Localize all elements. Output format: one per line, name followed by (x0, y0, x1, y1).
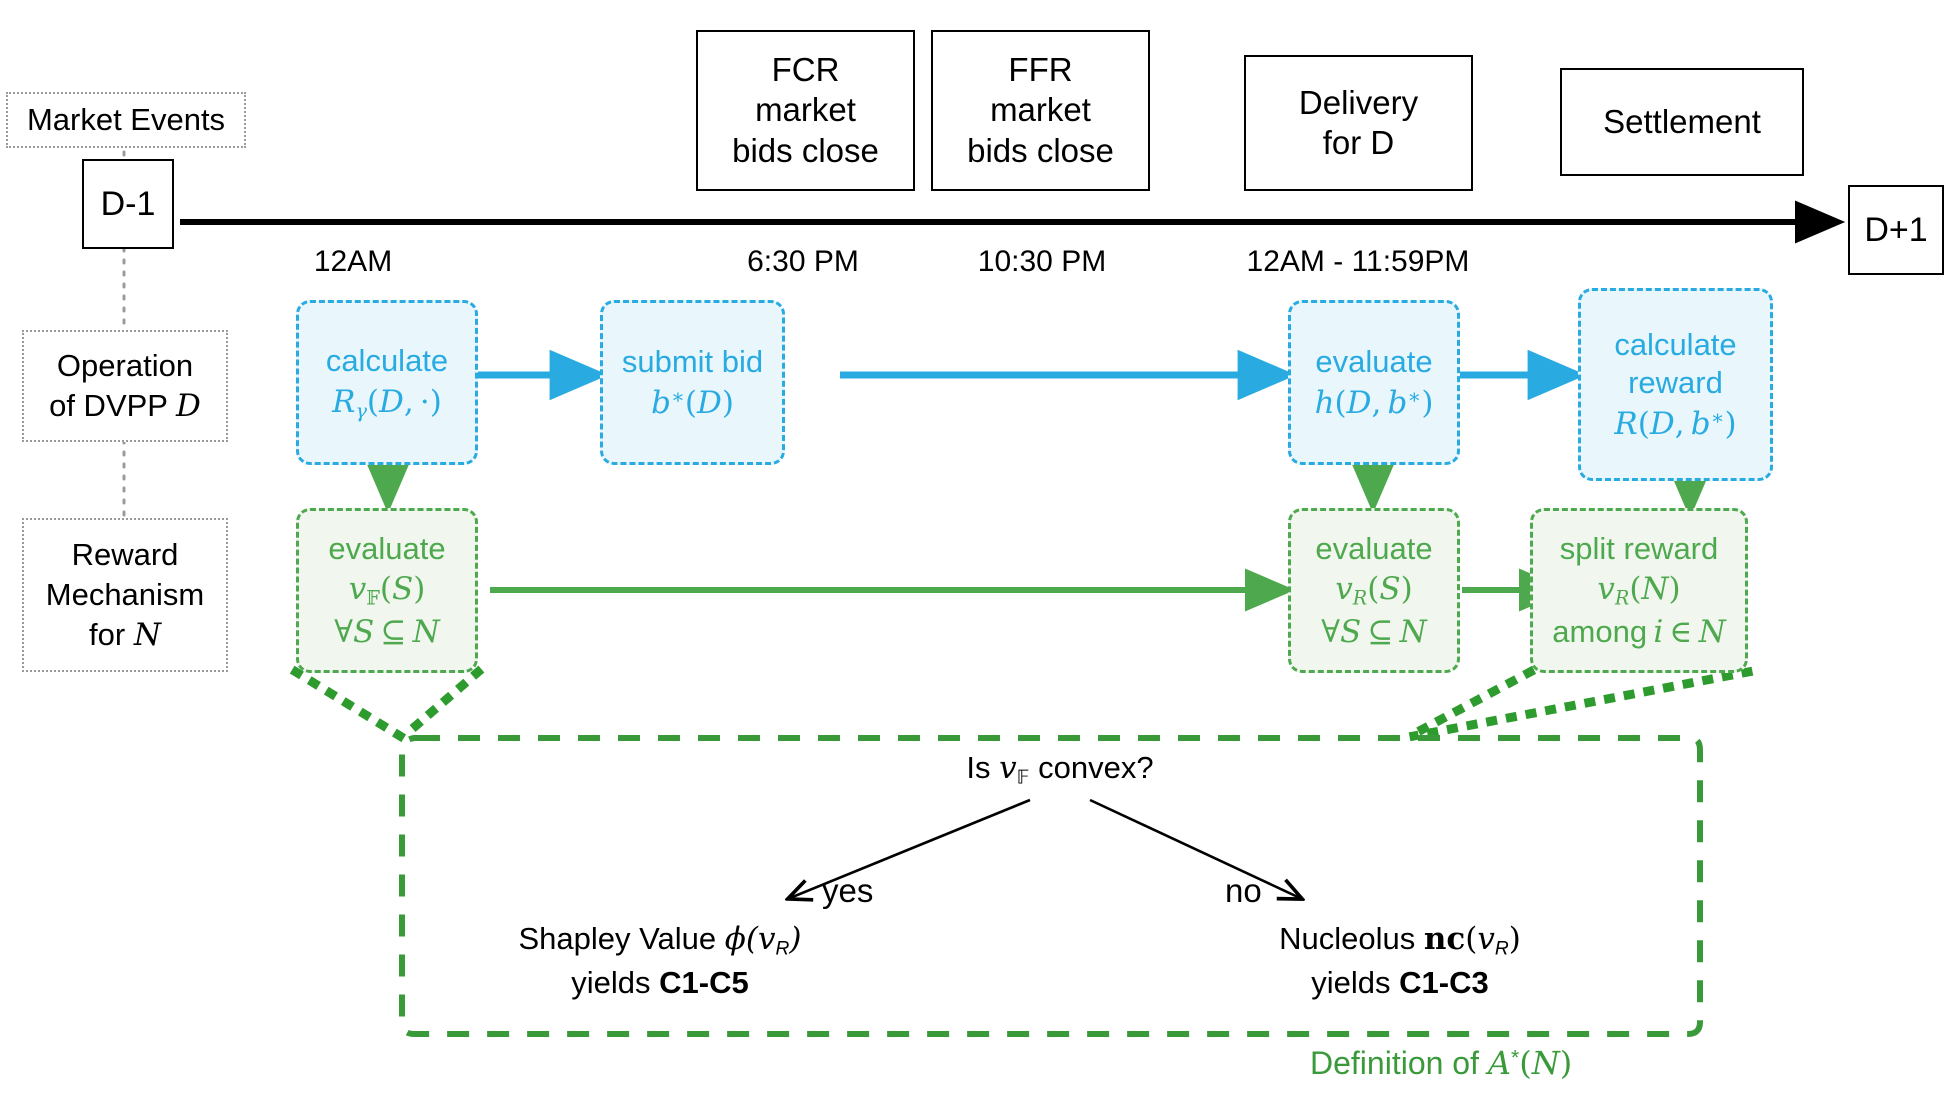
definition-caption-sup: * (1510, 1046, 1520, 1070)
row-label-market-events: Market Events (6, 92, 246, 148)
market-event-box-ffr: FFR market bids close (931, 30, 1150, 191)
market-event-box-fcr: FCR market bids close (696, 30, 915, 191)
definition-container (399, 735, 1703, 1037)
reward-box-evaluate-vf-formula2: ∀S ⊆ N (334, 613, 440, 650)
operation-box-calculate-reward-formula: R(D, b∗) (1614, 405, 1737, 442)
operation-box-evaluate-h-title: evaluate (1315, 344, 1433, 380)
definition-caption-pre: Definition of (1310, 1045, 1488, 1081)
operation-box-submit-bid-title: submit bid (621, 344, 764, 380)
timeline-start-day-label: D-1 (100, 184, 156, 223)
timeline-start-day-box: D-1 (82, 159, 174, 249)
operation-box-calculate-reward[interactable]: calculate reward R(D, b∗) (1578, 288, 1773, 481)
operation-box-evaluate-h-formula: h(D, b∗) (1314, 384, 1434, 421)
decision-leaf-nucleolus: Nucleolus nc(vR) yields C1-C3 (1160, 918, 1640, 1004)
row-label-operation: Operation of DVPP D (22, 330, 228, 442)
fcr-line-2: market (755, 91, 856, 129)
reward-box-split-reward[interactable]: split reward vR(N) among i ∈ N (1530, 508, 1748, 673)
fcr-line-3: bids close (732, 131, 879, 169)
ffr-line-3: bids close (967, 131, 1114, 169)
decision-branch-no: no (1225, 872, 1262, 910)
among-label: among (1552, 613, 1648, 649)
row-label-reward-line1: Reward (71, 536, 179, 572)
delivery-line-2: for D (1322, 124, 1395, 161)
operation-box-calculate-rgamma-title: calculate (325, 343, 449, 379)
decision-leaf-nucleolus-line1: Nucleolus nc(vR) (1279, 921, 1521, 960)
timeline-tick-630pm-text: 6:30 PM (747, 245, 859, 278)
reward-box-split-reward-title: split reward (1559, 530, 1719, 566)
shapley-yields-label: yields (571, 965, 660, 1001)
decision-leaf-shapley-line1: Shapley Value ϕ(vR) (518, 921, 802, 960)
timeline-tick-12am-text: 12AM (313, 245, 393, 278)
decision-question-symbol: v (999, 750, 1017, 786)
decision-branch-no-label: no (1225, 872, 1262, 909)
delivery-line-1: Delivery (1298, 83, 1419, 121)
symbol-dvpp-D: D (176, 388, 201, 424)
nucleolus-properties: C1-C3 (1399, 965, 1489, 1001)
market-event-box-delivery: Delivery for D (1244, 55, 1473, 191)
decision-branch-yes-label: yes (822, 872, 874, 909)
row-label-reward-mechanism: Reward Mechanism for N (22, 518, 228, 672)
nucleolus-label: Nucleolus (1279, 921, 1424, 956)
row-label-reward-line3: for (89, 617, 134, 653)
reward-box-split-reward-formula2: among i ∈ N (1552, 613, 1726, 650)
timeline-end-day-box: D+1 (1848, 185, 1944, 275)
decision-question-pre: Is (966, 750, 1000, 785)
reward-box-evaluate-vr-title: evaluate (1315, 530, 1433, 566)
operation-box-calculate-reward-title-2: reward (1628, 365, 1723, 401)
reward-box-evaluate-vf-formula: v𝔽(S) (348, 571, 426, 610)
decision-question-subscript: 𝔽 (1016, 767, 1030, 789)
timeline-tick-1030pm: 10:30 PM (952, 245, 1132, 279)
settlement-line-1: Settlement (1603, 102, 1761, 140)
operation-box-calculate-rgamma[interactable]: calculate Rγ(D, ·) (296, 300, 478, 465)
definition-funnel (289, 665, 1754, 743)
market-event-box-settlement: Settlement (1560, 68, 1804, 176)
reward-box-evaluate-vr[interactable]: evaluate vR(S) ∀S ⊆ N (1288, 508, 1460, 673)
ffr-line-2: market (990, 91, 1091, 129)
reward-box-split-reward-formula: vR(N) (1597, 571, 1681, 610)
operation-box-submit-bid-formula: b∗(D) (651, 384, 734, 421)
row-label-market-events-text: Market Events (26, 101, 226, 137)
decision-question-post: convex? (1029, 750, 1154, 785)
row-label-reward-line2: Mechanism (45, 576, 205, 612)
shapley-label: Shapley Value (518, 921, 725, 956)
timeline-tick-630pm: 6:30 PM (718, 245, 888, 279)
row-label-operation-line2: of DVPP (49, 388, 177, 423)
operation-box-submit-bid[interactable]: submit bid b∗(D) (600, 300, 785, 465)
decision-question: Is v𝔽 convex? (860, 750, 1260, 789)
decision-leaf-shapley-line2: yields C1-C5 (420, 962, 900, 1004)
row-label-operation-line1: Operation (56, 347, 194, 383)
decision-branch-yes: yes (822, 872, 873, 910)
definition-caption-symbol: A (1487, 1044, 1511, 1082)
timeline-end-day-label: D+1 (1864, 210, 1928, 249)
timeline-tick-delivery-window-text: 12AM - 11:59PM (1246, 245, 1470, 278)
symbol-coalition-N: N (133, 617, 161, 654)
timeline-tick-delivery-window: 12AM - 11:59PM (1198, 245, 1518, 279)
blue-to-green-arrows (362, 454, 1716, 519)
reward-box-evaluate-vf-title: evaluate (328, 530, 446, 566)
reward-box-evaluate-vr-formula2: ∀S ⊆ N (1321, 613, 1427, 650)
timeline-tick-1030pm-text: 10:30 PM (977, 245, 1107, 278)
decision-branches (790, 798, 1300, 898)
shapley-properties: C1-C5 (659, 965, 749, 1001)
reward-box-evaluate-vf[interactable]: evaluate v𝔽(S) ∀S ⊆ N (296, 508, 478, 673)
reward-box-evaluate-vr-formula: vR(S) (1335, 571, 1413, 610)
ffr-line-1: FFR (1008, 51, 1073, 89)
definition-caption: Definition of A*(N) (1310, 1044, 1573, 1082)
timeline-tick-12am: 12AM (268, 245, 438, 279)
operation-box-evaluate-h[interactable]: evaluate h(D, b∗) (1288, 300, 1460, 465)
fcr-line-1: FCR (771, 51, 840, 89)
decision-leaf-nucleolus-line2: yields C1-C3 (1160, 962, 1640, 1004)
operation-box-calculate-reward-title-1: calculate (1614, 326, 1737, 362)
nucleolus-yields-label: yields (1311, 965, 1400, 1001)
decision-leaf-shapley: Shapley Value ϕ(vR) yields C1-C5 (420, 918, 900, 1004)
operation-box-calculate-rgamma-formula: Rγ(D, ·) (332, 383, 442, 422)
